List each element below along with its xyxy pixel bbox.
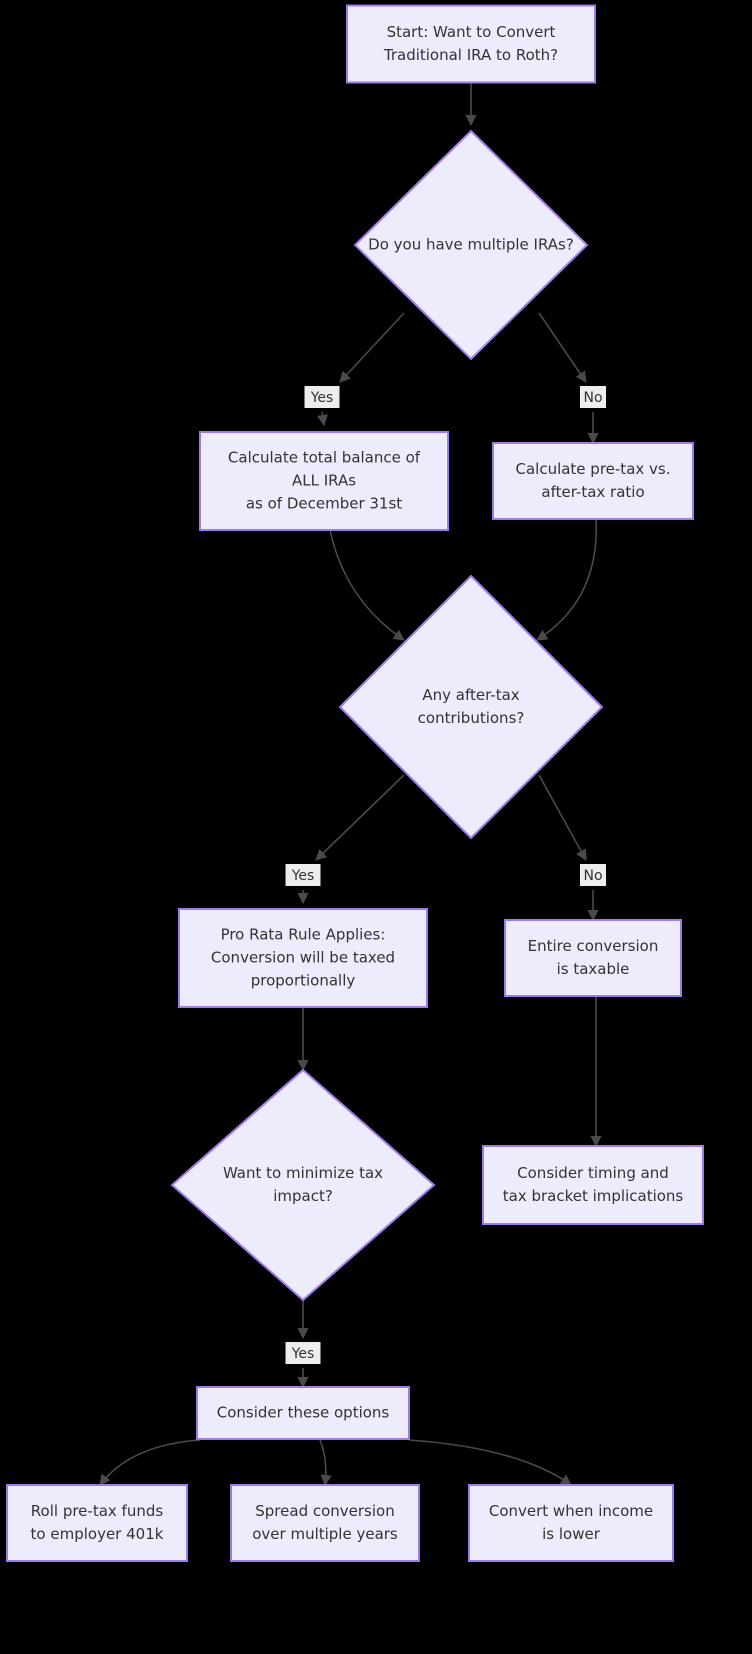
node-shape-diamond xyxy=(353,129,589,361)
node-label-line: after-tax ratio xyxy=(541,483,644,501)
edge-label-background xyxy=(285,864,321,886)
edge-label-background xyxy=(580,864,606,886)
edge-calc_all-to-after_tax xyxy=(329,529,405,641)
edge-label-text: No xyxy=(583,390,602,406)
node-shape-rect xyxy=(6,1484,188,1562)
node-shape-rect xyxy=(199,431,449,531)
node-label-line: Spread conversion xyxy=(255,1502,394,1520)
node-shape-rect xyxy=(346,4,596,84)
node-after_tax[interactable]: Any after-tax contributions? xyxy=(338,574,604,840)
node-convert_low[interactable]: Convert when income is lower xyxy=(468,1484,674,1562)
node-label-line: Roll pre-tax funds xyxy=(31,1502,164,1520)
node-shape-rect xyxy=(492,442,694,520)
edge-label-background xyxy=(304,386,340,408)
node-spread[interactable]: Spread conversion over multiple years xyxy=(230,1484,420,1562)
edge-label-multiple_iras-calc_all: Yes xyxy=(304,386,340,408)
edge-label-after_tax-entire_taxable: No xyxy=(580,864,606,886)
node-label-line: Convert when income xyxy=(489,1502,653,1520)
edge-label-after_tax-pro_rata: Yes xyxy=(285,864,321,886)
node-options[interactable]: Consider these options xyxy=(196,1386,410,1440)
node-label-line: over multiple years xyxy=(252,1525,398,1543)
edge-options-to-roll_401k xyxy=(99,1439,201,1486)
node-shape-rect xyxy=(230,1484,420,1562)
node-shape-rect xyxy=(468,1484,674,1562)
edge-label-background xyxy=(285,1342,321,1364)
edge-multiple_iras-to-calc_all xyxy=(316,411,329,427)
edge-multiple_iras-to-calc_all xyxy=(339,312,405,383)
node-shape-diamond xyxy=(170,1068,436,1302)
edge-options-to-spread xyxy=(319,1439,332,1487)
node-roll_401k[interactable]: Roll pre-tax funds to employer 401k xyxy=(6,1484,188,1562)
edge-label-background xyxy=(580,386,606,408)
node-shape-rect xyxy=(482,1145,704,1225)
node-calc_all[interactable]: Calculate total balance of ALL IRAs as of … xyxy=(199,431,449,531)
node-label-line: Pro Rata Rule Applies: xyxy=(221,926,386,944)
node-label-line: impact? xyxy=(273,1187,333,1205)
node-label-line: as of December 31st xyxy=(246,495,402,513)
edge-label-text: No xyxy=(583,868,602,884)
node-label-line: is lower xyxy=(542,1525,601,1543)
node-label-line: Want to minimize tax xyxy=(223,1164,383,1182)
node-pro_rata[interactable]: Pro Rata Rule Applies: Conversion will be… xyxy=(178,908,428,1008)
node-minimize[interactable]: Want to minimize tax impact? xyxy=(170,1068,436,1302)
edge-after_tax-to-pro_rata xyxy=(315,774,405,861)
edge-layer xyxy=(99,83,602,1487)
edge-options-to-convert_low xyxy=(408,1439,572,1486)
node-label-line: is taxable xyxy=(557,960,630,978)
edge-after_tax-to-entire_taxable xyxy=(538,774,587,861)
node-label-line: Any after-tax xyxy=(422,686,519,704)
edge-label-multiple_iras-calc_ratio: No xyxy=(580,386,606,408)
node-label-line: Traditional IRA to Roth? xyxy=(383,46,558,64)
node-label-line: contributions? xyxy=(418,709,525,727)
node-entire_taxable[interactable]: Entire conversion is taxable xyxy=(504,919,682,997)
node-multiple_iras[interactable]: Do you have multiple IRAs? xyxy=(353,129,589,361)
node-label-line: Start: Want to Convert xyxy=(387,23,556,41)
edge-multiple_iras-to-calc_ratio xyxy=(538,312,587,383)
node-label-line: Calculate pre-tax vs. xyxy=(515,460,670,478)
edge-label-text: Yes xyxy=(291,868,315,884)
node-label-line: tax bracket implications xyxy=(503,1187,684,1205)
node-label-line: to employer 401k xyxy=(31,1525,164,1543)
node-shape-rect xyxy=(178,908,428,1008)
edge-label-text: Yes xyxy=(310,390,334,406)
node-label-line: Consider timing and xyxy=(517,1164,669,1182)
node-label-line: Conversion will be taxed xyxy=(211,949,395,967)
edge-label-text: Yes xyxy=(291,1346,315,1362)
node-calc_ratio[interactable]: Calculate pre-tax vs. after-tax ratio xyxy=(492,442,694,520)
node-consider_timing[interactable]: Consider timing and tax bracket implicati… xyxy=(482,1145,704,1225)
node-shape-rect xyxy=(504,919,682,997)
node-shape-diamond xyxy=(338,574,604,840)
edge-label-minimize-options: Yes xyxy=(285,1342,321,1364)
node-label-line: Consider these options xyxy=(217,1404,390,1422)
edge-calc_ratio-to-after_tax xyxy=(536,518,598,641)
node-label-line: Calculate total balance of xyxy=(228,449,421,467)
node-label-line: ALL IRAs xyxy=(292,472,356,490)
node-label-line: Do you have multiple IRAs? xyxy=(368,236,574,254)
node-label-line: proportionally xyxy=(251,972,356,990)
node-shape-rect xyxy=(196,1386,410,1440)
node-label-line: Entire conversion xyxy=(528,937,659,955)
